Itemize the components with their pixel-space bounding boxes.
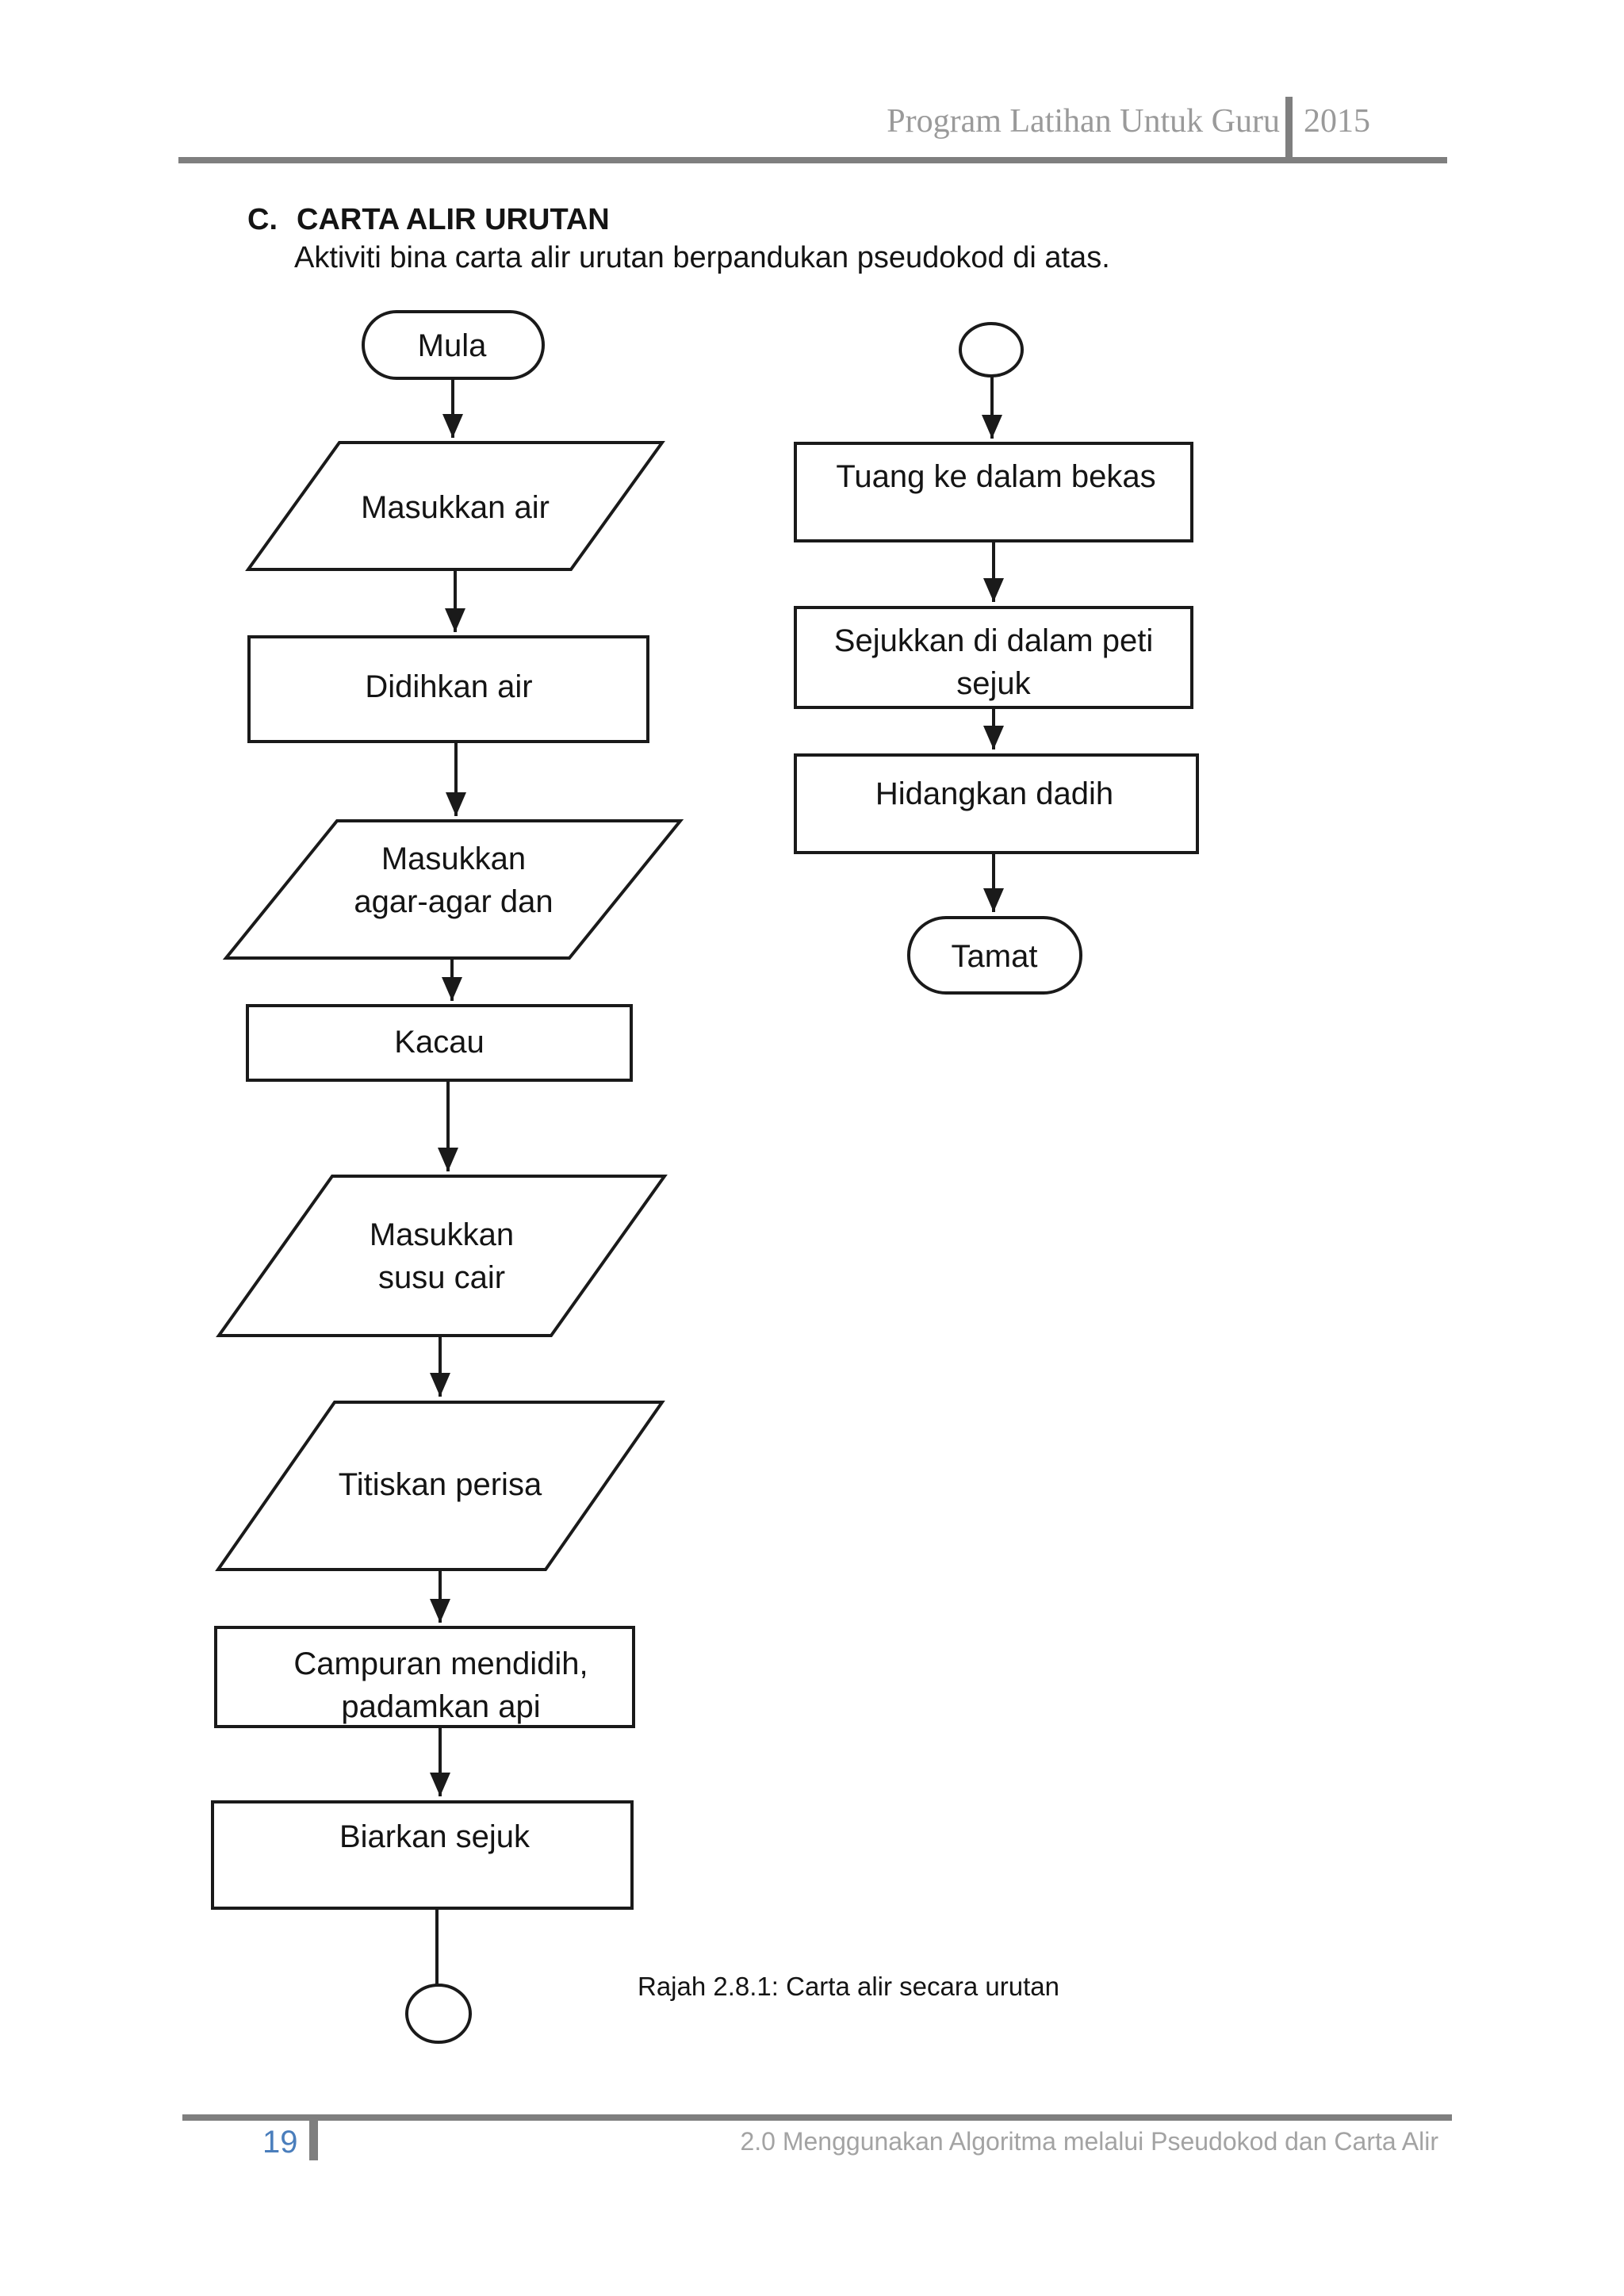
footer-rule — [182, 2114, 1452, 2121]
footer-section-title: 2.0 Menggunakan Algoritma melalui Pseudo… — [740, 2127, 1438, 2156]
footer-page-number: 19 — [262, 2125, 298, 2160]
terminal-mula-label: Mula — [418, 328, 487, 363]
flowchart-right-column: Tuang ke dalam bekas Sejukkan di dalam p… — [794, 322, 1199, 995]
flowchart-left-column: Mula Masukkan air Didihkan air Masukkan … — [211, 310, 684, 2044]
header-divider-bar — [1285, 97, 1293, 163]
terminal-tamat-shape — [907, 916, 1082, 995]
figure-caption: Rajah 2.8.1: Carta alir secara urutan — [638, 1972, 1059, 2001]
io-masukkan-susu-label-line2: susu cair — [378, 1260, 505, 1295]
process-sejukkan-label-line1: Sejukkan di dalam peti — [834, 623, 1153, 658]
process-tuang-label: Tuang ke dalam bekas — [836, 459, 1155, 494]
connector-circle-right — [959, 322, 1024, 378]
header-year: 2015 — [1304, 103, 1370, 140]
process-tuang-shape — [794, 442, 1193, 542]
io-masukkan-air-shape — [245, 441, 665, 571]
process-campuran-label-line2: padamkan api — [341, 1689, 540, 1724]
process-didihkan-air-shape — [247, 635, 649, 743]
io-masukkan-agar-label-line2: agar-agar dan — [354, 884, 553, 919]
process-campuran-label-line1: Campuran mendidih, — [293, 1646, 588, 1681]
process-campuran-shape — [214, 1626, 635, 1728]
footer-divider-bar — [309, 2114, 318, 2160]
io-masukkan-air-label: Masukkan air — [361, 490, 550, 525]
process-kacau-shape — [246, 1004, 633, 1082]
section-title: CARTA ALIR URUTAN — [297, 203, 610, 236]
io-masukkan-susu-shape — [216, 1175, 668, 1337]
connector-circle-left — [405, 1984, 472, 2044]
process-hidangkan-shape — [794, 753, 1199, 854]
io-masukkan-agar-label-line1: Masukkan — [381, 841, 526, 876]
process-biarkan-sejuk-shape — [211, 1800, 634, 1910]
section-subtitle: Aktiviti bina carta alir urutan berpandu… — [294, 241, 1110, 274]
io-masukkan-susu-label-line1: Masukkan — [370, 1217, 514, 1252]
terminal-mula-shape — [362, 310, 545, 380]
process-sejukkan-label-line2: sejuk — [956, 666, 1031, 701]
io-titiskan-perisa-label: Titiskan perisa — [339, 1467, 542, 1502]
header-title: Program Latihan Untuk Guru — [887, 103, 1280, 140]
io-titiskan-perisa-shape — [215, 1401, 665, 1571]
process-biarkan-sejuk-label: Biarkan sejuk — [339, 1819, 530, 1854]
process-kacau-label: Kacau — [394, 1025, 484, 1060]
section-label: C. — [247, 203, 278, 236]
io-masukkan-agar-shape — [222, 819, 684, 960]
header-rule — [178, 157, 1447, 163]
process-didihkan-air-label: Didihkan air — [365, 669, 532, 704]
process-hidangkan-label: Hidangkan dadih — [875, 776, 1113, 811]
terminal-tamat-label: Tamat — [952, 939, 1038, 974]
process-sejukkan-shape — [794, 606, 1193, 709]
